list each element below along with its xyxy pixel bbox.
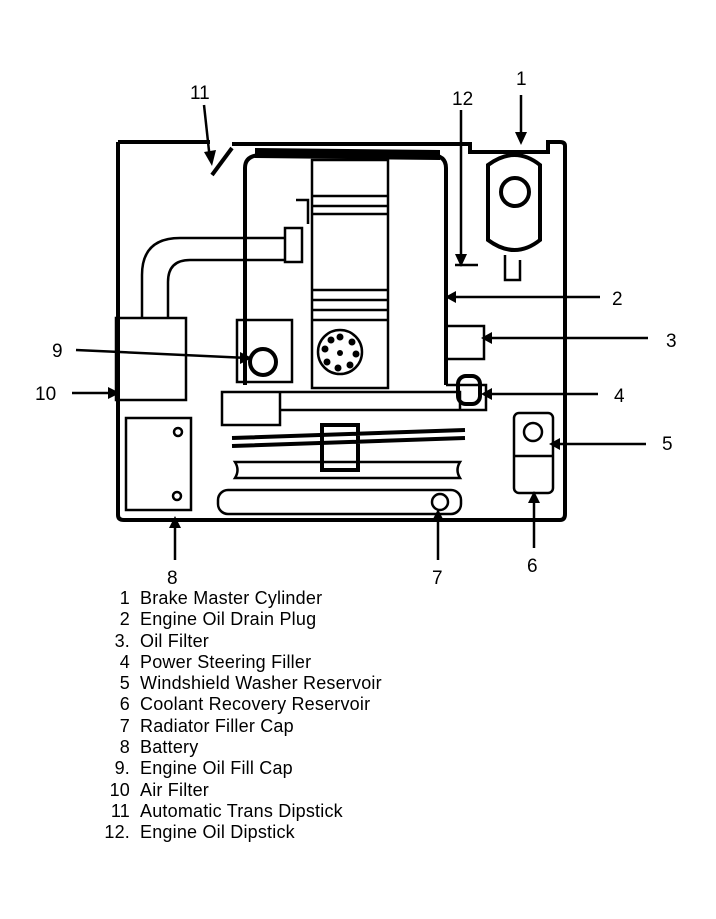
manifold-left xyxy=(235,318,294,384)
legend-item: 10 Air Filter xyxy=(96,780,382,801)
legend-number: 5 xyxy=(119,673,130,694)
legend-number: 3. xyxy=(114,630,130,651)
oil-fill-cap xyxy=(248,347,278,377)
callout-12: 12 xyxy=(452,89,473,110)
legend-item: 6 Coolant Recovery Reservoir xyxy=(96,694,382,715)
radiator xyxy=(216,488,463,516)
parts-legend: 1 Brake Master Cylinder 2 Engine Oil Drain… xyxy=(96,588,382,844)
legend-number: 12. xyxy=(104,822,130,843)
air-intake-hose xyxy=(140,236,285,318)
callout-6: 6 xyxy=(527,556,538,577)
legend-number: 6 xyxy=(119,694,130,715)
legend-text: Battery xyxy=(140,737,199,758)
callout-8: 8 xyxy=(167,568,178,589)
legend-text: Engine Oil Dipstick xyxy=(140,822,295,843)
legend-number: 8 xyxy=(119,737,130,758)
legend-item: 12. Engine Oil Dipstick xyxy=(96,822,382,843)
callout-11: 11 xyxy=(190,83,210,104)
brake-master-cylinder xyxy=(468,142,550,252)
legend-item: 3. Oil Filter xyxy=(96,631,382,652)
legend-item: 1 Brake Master Cylinder xyxy=(96,588,382,609)
callout-10: 10 xyxy=(35,384,56,405)
oil-filter xyxy=(444,324,486,361)
legend-number: 7 xyxy=(119,715,130,736)
callout-5: 5 xyxy=(662,434,673,455)
washer-reservoir xyxy=(512,411,555,495)
legend-item: 4 Power Steering Filler xyxy=(96,652,382,673)
legend-number: 1 xyxy=(119,588,130,608)
legend-text: Engine Oil Drain Plug xyxy=(140,609,317,630)
battery-terminal-top xyxy=(172,426,184,438)
legend-number: 2 xyxy=(119,609,130,630)
leader-arrowheads xyxy=(108,132,560,528)
battery-terminal-bottom xyxy=(171,490,183,502)
legend-number: 10 xyxy=(109,779,130,800)
legend-number: 11 xyxy=(110,800,130,821)
legend-text: Automatic Trans Dipstick xyxy=(140,800,343,821)
distributor-cap xyxy=(316,328,364,376)
washer-reservoir-cap xyxy=(522,421,544,443)
lower-engine xyxy=(220,383,488,427)
legend-item: 5 Windshield Washer Reservoir xyxy=(96,673,382,694)
legend-item: 9. Engine Oil Fill Cap xyxy=(96,758,382,779)
legend-text: Radiator Filler Cap xyxy=(140,715,294,736)
legend-text: Engine Oil Fill Cap xyxy=(140,758,293,779)
radiator-cap xyxy=(430,492,450,512)
legend-text: Power Steering Filler xyxy=(140,651,312,672)
callout-7: 7 xyxy=(432,568,443,589)
legend-item: 11 Automatic Trans Dipstick xyxy=(96,801,382,822)
brake-reservoir-cap xyxy=(499,176,531,208)
callout-3: 3 xyxy=(666,331,677,352)
brake-line xyxy=(503,255,522,282)
legend-number: 4 xyxy=(119,651,130,672)
callout-2: 2 xyxy=(612,289,623,310)
legend-item: 2 Engine Oil Drain Plug xyxy=(96,609,382,630)
drive-belts xyxy=(231,423,466,472)
engine-top-edge xyxy=(255,148,440,160)
trans-dipstick xyxy=(210,146,234,177)
legend-text: Air Filter xyxy=(140,779,209,800)
callout-9: 9 xyxy=(52,341,63,362)
distributor-terminals xyxy=(321,333,360,372)
engine-block xyxy=(243,153,448,385)
legend-text: Oil Filter xyxy=(140,630,209,651)
valve-cover xyxy=(310,158,390,390)
battery-shape xyxy=(124,416,193,512)
callout-4: 4 xyxy=(614,386,625,407)
engine-bay-outline xyxy=(116,140,567,522)
callout-1: 1 xyxy=(516,69,527,90)
intake-fitting xyxy=(283,198,310,264)
legend-text: Coolant Recovery Reservoir xyxy=(140,694,371,715)
legend-number: 9. xyxy=(114,758,130,779)
valve-cover-ribs xyxy=(312,194,388,322)
power-steering-filler xyxy=(456,374,482,406)
air-filter-box xyxy=(114,316,188,402)
legend-item: 7 Radiator Filler Cap xyxy=(96,716,382,737)
legend-text: Brake Master Cylinder xyxy=(140,588,323,608)
legend-item: 8 Battery xyxy=(96,737,382,758)
radiator-top xyxy=(232,460,463,480)
legend-text: Windshield Washer Reservoir xyxy=(140,673,382,694)
